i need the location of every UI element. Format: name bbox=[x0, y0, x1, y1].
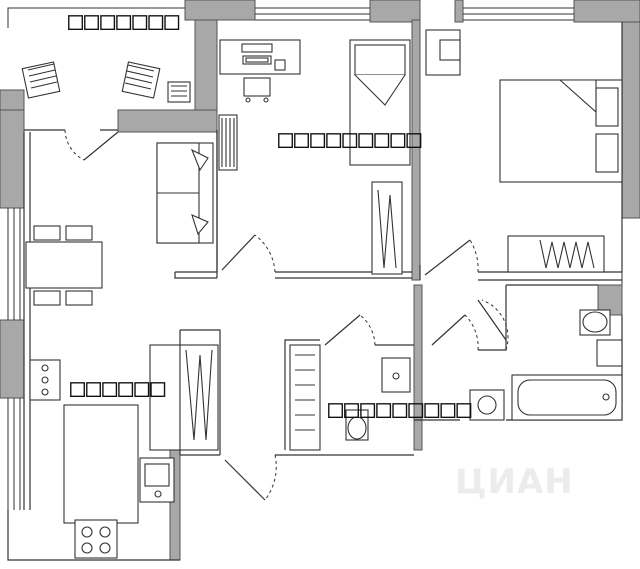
desk-icon bbox=[219, 39, 301, 75]
lounge-chair-icon bbox=[21, 61, 191, 103]
toilet-icon bbox=[345, 309, 611, 441]
wardrobe-icon bbox=[149, 344, 219, 451]
sink-icon bbox=[381, 339, 623, 393]
room-label-kitchen: □□□□□□ bbox=[70, 373, 167, 402]
room-label-bathroom: □□□□□□□□□ bbox=[328, 394, 473, 423]
dining-table-icon bbox=[25, 225, 103, 306]
chair-icon bbox=[243, 77, 271, 103]
wardrobe-icon bbox=[218, 114, 238, 171]
room-label-balcony: □□□□□□□ bbox=[68, 6, 181, 35]
sofa-icon bbox=[156, 142, 214, 244]
wardrobe-icon bbox=[289, 344, 321, 451]
bathtub-icon bbox=[511, 374, 623, 421]
bed-icon bbox=[425, 29, 623, 183]
watermark: ЦИАН bbox=[455, 462, 574, 502]
room-label-bedroom: □□□□□□□□□ bbox=[278, 124, 423, 153]
sink-icon bbox=[139, 457, 175, 503]
wardrobe-icon bbox=[507, 235, 605, 273]
washing-machine-icon bbox=[469, 389, 505, 421]
stove-icon bbox=[29, 359, 139, 559]
bed-icon bbox=[349, 39, 411, 275]
